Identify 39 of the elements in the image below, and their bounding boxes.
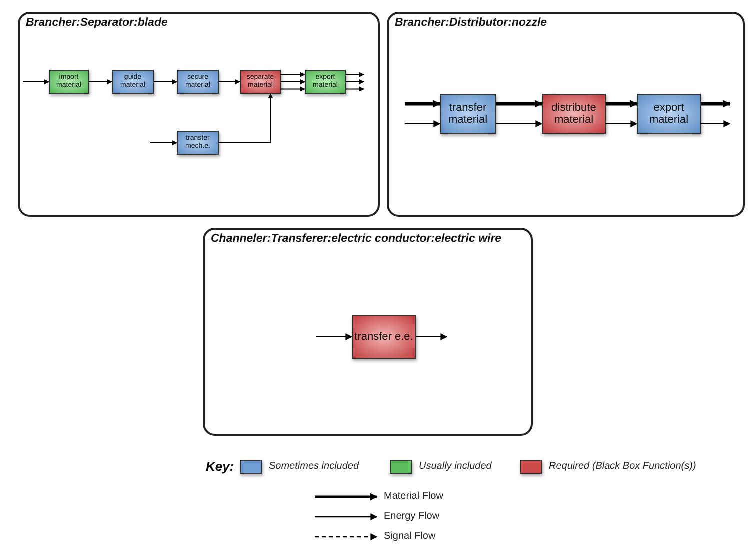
energy-flow-arrow: [22, 80, 50, 84]
function-block: distribute material: [542, 94, 606, 134]
key-label: Key:: [206, 459, 234, 474]
energy-flow-arrow: [280, 72, 306, 78]
energy-flow-arrow: [218, 80, 240, 84]
energy-flow-arrow: [606, 120, 638, 128]
function-block: export material: [637, 94, 701, 134]
energy-flow-arrow: [404, 120, 441, 128]
energy-flow-arrow: [280, 80, 306, 84]
panel-title: Brancher:Distributor:nozzle: [395, 17, 548, 29]
material-flow-arrow: [496, 100, 543, 108]
energy-flow-arrow: [346, 86, 364, 92]
legend-text: Sometimes included: [269, 461, 360, 472]
legend-text: Energy Flow: [384, 511, 440, 522]
legend-text: Signal Flow: [384, 531, 436, 542]
function-block: transfer e.e.: [352, 315, 416, 359]
panel-title: Channeler:Transferer:electric conductor:electric wire: [211, 233, 502, 245]
energy-flow-arrow: [218, 94, 274, 144]
panel-frame: [18, 12, 380, 217]
panel-frame: [387, 12, 745, 217]
energy-flow-arrow: [346, 80, 364, 84]
panel-title: Brancher:Separator:blade: [26, 17, 168, 29]
legend-text: Usually included: [419, 461, 492, 472]
legend-text: Required (Black Box Function(s)): [549, 461, 696, 472]
energy-flow-arrow: [280, 86, 306, 92]
energy-flow-arrow: [416, 334, 448, 340]
material-flow-arrow: [701, 100, 731, 108]
energy-flow-arrow: [316, 334, 353, 340]
energy-flow-arrow: [88, 80, 112, 84]
energy-flow-arrow: [150, 140, 178, 146]
material-flow-arrow: [405, 100, 441, 108]
energy-flow-arrow: [154, 80, 178, 84]
material-flow-arrow: [606, 100, 638, 108]
energy-flow-arrow: [346, 72, 364, 78]
legend-text: Material Flow: [384, 491, 444, 502]
energy-flow-arrow: [496, 120, 543, 128]
function-block: transfer material: [440, 94, 496, 134]
energy-flow-arrow: [700, 120, 731, 128]
panel-frame: [203, 228, 533, 436]
